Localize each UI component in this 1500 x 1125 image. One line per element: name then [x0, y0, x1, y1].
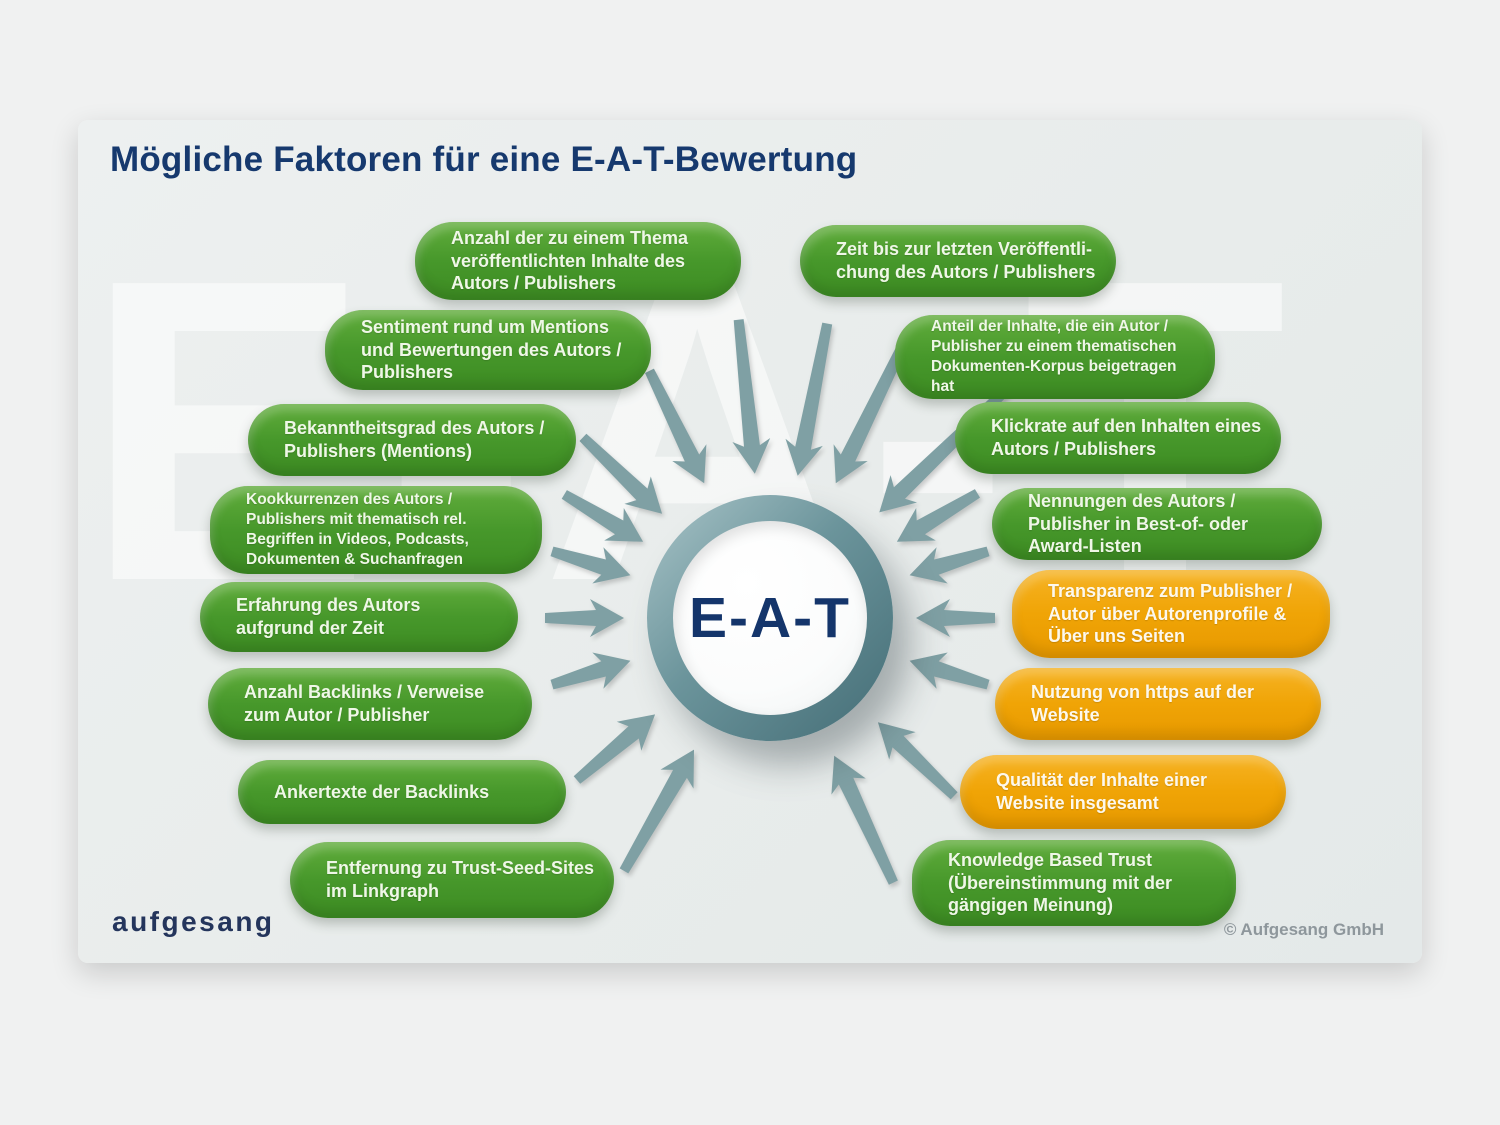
pill-label: Knowledge Based Trust (Übereinstimmung m…: [948, 849, 1173, 916]
inward-arrow-icon: [909, 546, 990, 584]
pill-sentiment-mentions: Sentiment rund um Mentions und Bewertung…: [325, 310, 651, 390]
eat-center-inner-circle: E-A-T: [673, 521, 867, 715]
pill-zeit-letzte-veroeffentlichung: Zeit bis zur letzten Veröffentli-chung d…: [800, 225, 1116, 297]
pill-anzahl-backlinks: Anzahl Backlinks / Verweise zum Autor / …: [208, 668, 532, 740]
inward-arrow-icon: [877, 722, 958, 800]
pill-qualitaet-inhalte: Qualität der Inhalte einer Website insge…: [960, 755, 1286, 829]
pill-kookkurrenzen: Kookkurrenzen des Autors / Publishers mi…: [210, 486, 542, 574]
pill-label: Erfahrung des Autors aufgrund der Zeit: [236, 595, 421, 638]
aufgesang-logo: aufgesang: [112, 906, 275, 937]
pill-label: Sentiment rund um Mentions und Bewertung…: [361, 316, 622, 383]
inward-arrow-icon: [561, 490, 644, 542]
pill-nennungen-best-of: Nennungen des Autors / Publisher in Best…: [992, 488, 1322, 560]
inward-arrow-icon: [579, 433, 663, 514]
pill-nutzung-https: Nutzung von https auf der Website: [995, 668, 1321, 740]
inward-arrow-icon: [909, 652, 990, 690]
inward-arrow-icon: [732, 319, 771, 474]
pill-label: Bekanntheitsgrad des Autors / Publishers…: [284, 418, 545, 461]
pill-label: Anzahl Backlinks / Verweise zum Autor / …: [244, 682, 485, 725]
inward-arrow-icon: [833, 330, 914, 484]
page-title: Mögliche Faktoren für eine E-A-T-Bewertu…: [110, 140, 858, 179]
pill-transparenz-publisher: Transparenz zum Publisher / Autor über A…: [1012, 570, 1330, 658]
inward-arrow-icon: [545, 599, 624, 637]
inward-arrow-icon: [550, 546, 631, 584]
pill-label: Nutzung von https auf der Website: [1031, 682, 1254, 725]
pill-ankertexte: Ankertexte der Backlinks: [238, 760, 566, 824]
pill-entfernung-trust-seed: Entfernung zu Trust-Seed-Sites im Linkgr…: [290, 842, 614, 918]
pill-label: Zeit bis zur letzten Veröffentli-chung d…: [836, 239, 1096, 282]
pill-label: Transparenz zum Publisher / Autor über A…: [1048, 580, 1293, 647]
pill-label: Klickrate auf den Inhalten eines Autors …: [991, 416, 1262, 459]
inward-arrow-icon: [619, 749, 694, 874]
inward-arrow-icon: [573, 714, 656, 784]
pill-label: Anzahl der zu einem Thema veröffentlicht…: [451, 227, 689, 294]
pill-knowledge-based-trust: Knowledge Based Trust (Übereinstimmung m…: [912, 840, 1236, 926]
pill-label: Qualität der Inhalte einer Website insge…: [996, 770, 1208, 813]
copyright-text: © Aufgesang GmbH: [1223, 920, 1384, 939]
pill-erfahrung-zeit: Erfahrung des Autors aufgrund der Zeit: [200, 582, 518, 652]
pill-label: Anteil der Inhalte, die ein Autor / Publ…: [931, 317, 1177, 396]
infographic-card: E-A-T Mögliche Faktoren für eine E-A-T-B…: [78, 120, 1422, 963]
pill-bekanntheitsgrad: Bekanntheitsgrad des Autors / Publishers…: [248, 404, 576, 476]
eat-label: E-A-T: [689, 586, 851, 650]
inward-arrow-icon: [785, 322, 833, 476]
pill-label: Entfernung zu Trust-Seed-Sites im Linkgr…: [326, 858, 595, 901]
pill-label: Ankertexte der Backlinks: [274, 781, 490, 802]
inward-arrow-icon: [645, 368, 707, 484]
inward-arrow-icon: [896, 489, 980, 542]
inward-arrow-icon: [916, 599, 995, 637]
pill-label: Kookkurrenzen des Autors / Publishers mi…: [246, 490, 469, 569]
pill-anzahl-inhalte: Anzahl der zu einem Thema veröffentlicht…: [415, 222, 741, 300]
radial-arrows-layer: [545, 319, 1011, 885]
pill-klickrate: Klickrate auf den Inhalten eines Autors …: [955, 402, 1281, 474]
inward-arrow-icon: [831, 755, 898, 885]
inward-arrow-icon: [550, 652, 631, 690]
eat-center-badge: E-A-T: [647, 495, 893, 741]
pill-label: Nennungen des Autors / Publisher in Best…: [1028, 490, 1249, 557]
pill-anteil-inhalte-korpus: Anteil der Inhalte, die ein Autor / Publ…: [895, 315, 1215, 399]
